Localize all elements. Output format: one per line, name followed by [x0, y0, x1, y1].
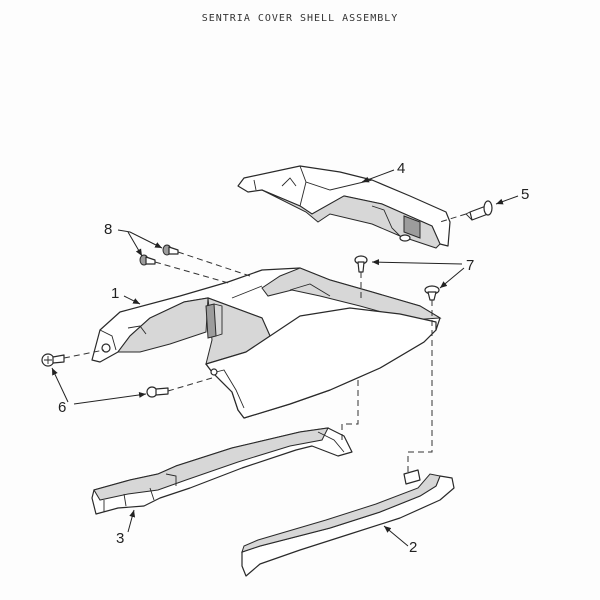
part-7-clips: [354, 255, 440, 301]
part-1-cover-shell: [91, 267, 442, 419]
callout-2: 2: [409, 539, 417, 556]
assembly-lines: [63, 213, 467, 474]
callout-7: 7: [466, 257, 474, 274]
callout-6: 6: [58, 399, 66, 416]
callout-4: 4: [397, 160, 405, 177]
part-6-bolts: [41, 353, 169, 398]
callout-3: 3: [116, 530, 124, 547]
part-5-screw: [465, 200, 493, 221]
diagram-title: SENTRIA COVER SHELL ASSEMBLY: [201, 13, 399, 24]
callout-5: 5: [521, 186, 529, 203]
callout-leaders: [51, 169, 519, 547]
callout-8: 8: [104, 221, 112, 238]
part-3-side-rail: [91, 427, 353, 515]
callout-1: 1: [111, 285, 119, 302]
part-8-screws: [139, 244, 179, 266]
part-4-top-cap: [237, 165, 451, 249]
part-2-side-rail: [241, 469, 455, 577]
